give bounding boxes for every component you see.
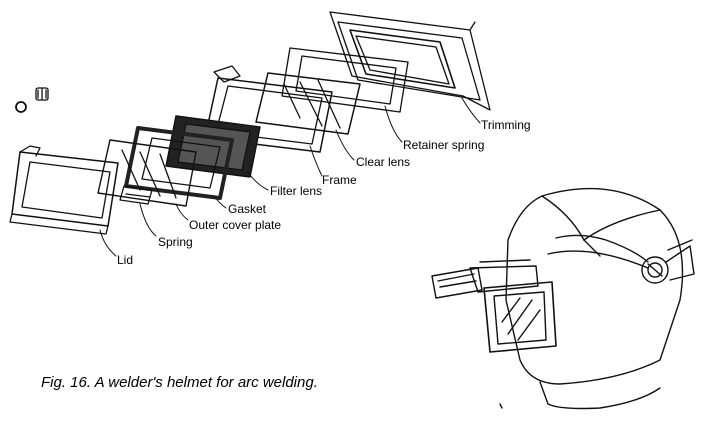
retainer-spring-part — [281, 47, 409, 113]
trimming-part — [329, 11, 491, 111]
spring-part — [119, 185, 153, 205]
label-outer-cover-plate: Outer cover plate — [189, 218, 282, 232]
frame-part — [199, 65, 333, 153]
label-retainer-spring: Retainer spring — [403, 138, 485, 152]
label-clear-lens: Clear lens — [356, 155, 411, 169]
label-filter-lens: Filter lens — [270, 184, 323, 198]
outer-cover-plate-part — [97, 139, 197, 207]
label-lid: Lid — [117, 253, 134, 267]
figure-caption: Fig. 16. A welder's helmet for arc weldi… — [41, 374, 318, 391]
label-trimming: Trimming — [481, 118, 531, 132]
label-frame: Frame — [322, 173, 357, 187]
small-hardware-parts — [15, 87, 49, 113]
clear-lens-part — [255, 72, 361, 135]
lid-part — [9, 145, 119, 235]
leader-lines — [99, 97, 481, 257]
label-gasket: Gasket — [228, 202, 267, 216]
label-spring: Spring — [158, 235, 193, 249]
welders-helmet-assembled — [431, 187, 695, 410]
